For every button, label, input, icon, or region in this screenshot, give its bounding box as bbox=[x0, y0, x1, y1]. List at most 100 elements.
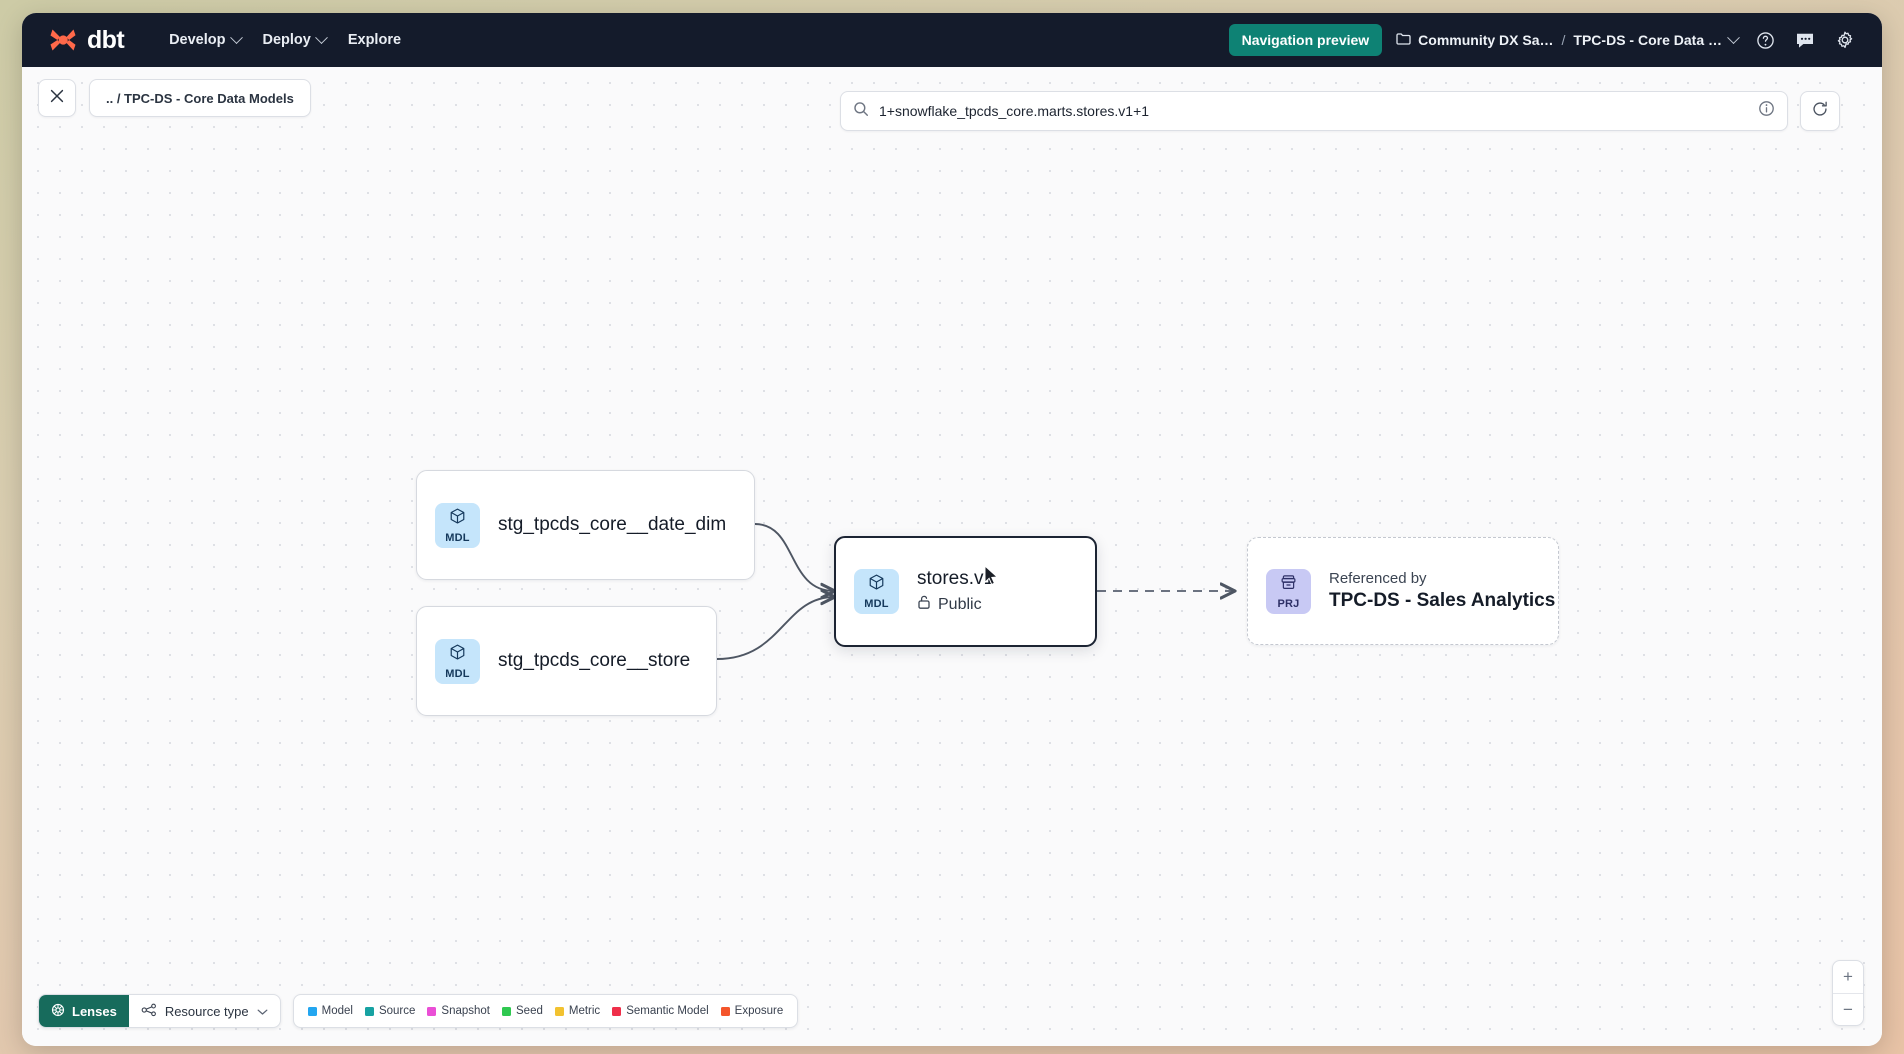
node-text-block: stg_tpcds_core__store bbox=[498, 650, 690, 672]
legend-item-metric: Metric bbox=[554, 1005, 601, 1017]
refresh-button[interactable] bbox=[1800, 91, 1840, 131]
legend-swatch bbox=[612, 1006, 622, 1016]
node-text-block: stores.v1 Public bbox=[917, 568, 994, 615]
node-title: TPC-DS - Sales Analytics bbox=[1329, 590, 1556, 611]
zoom-out-button[interactable]: − bbox=[1833, 993, 1863, 1025]
chevron-down-icon bbox=[257, 1004, 268, 1019]
legend-swatch bbox=[427, 1006, 437, 1016]
breadcrumb-pill[interactable]: .. / TPC-DS - Core Data Models bbox=[89, 79, 311, 117]
badge-label: MDL bbox=[445, 531, 470, 544]
lenses-label: Lenses bbox=[72, 1003, 117, 1019]
cube-icon bbox=[867, 573, 886, 597]
search-row: 1+snowflake_tpcds_core.marts.stores.v1+1 bbox=[840, 91, 1840, 131]
close-button[interactable] bbox=[38, 79, 76, 117]
zoom-controls: + − bbox=[1832, 960, 1864, 1026]
badge-model: MDL bbox=[435, 502, 480, 548]
nav-item-explore[interactable]: Explore bbox=[337, 25, 412, 55]
close-icon bbox=[49, 88, 65, 109]
zoom-in-button[interactable]: + bbox=[1843, 967, 1853, 986]
cube-icon bbox=[448, 643, 467, 667]
lineage-node-tpcds-sales-analytics[interactable]: PRJ Referenced by TPC-DS - Sales Analyti… bbox=[1247, 537, 1559, 645]
search-input[interactable]: 1+snowflake_tpcds_core.marts.stores.v1+1 bbox=[879, 103, 1150, 119]
chevron-down-icon bbox=[1727, 30, 1740, 44]
legend-item-model: Model bbox=[307, 1005, 353, 1017]
legend-swatch bbox=[502, 1006, 512, 1016]
badge-model: MDL bbox=[854, 569, 899, 614]
legend-item-exposure: Exposure bbox=[720, 1005, 784, 1017]
legend-label: Exposure bbox=[734, 1005, 784, 1017]
breadcrumb-project[interactable]: TPC-DS - Core Data … bbox=[1573, 30, 1740, 48]
legend-swatch bbox=[364, 1006, 374, 1016]
chevron-down-icon bbox=[314, 30, 328, 44]
legend-label: Source bbox=[378, 1005, 416, 1017]
legend-label: Seed bbox=[516, 1005, 543, 1017]
badge-label: MDL bbox=[864, 598, 889, 610]
help-circle-icon[interactable] bbox=[1752, 27, 1778, 53]
legend-label: Semantic Model bbox=[626, 1005, 709, 1017]
badge-model: MDL bbox=[435, 638, 480, 684]
nav-develop-label: Develop bbox=[169, 32, 226, 48]
refresh-icon bbox=[1811, 100, 1829, 123]
lineage-canvas[interactable]: MDL stg_tpcds_core__date_dim MDL stg_tpc… bbox=[22, 67, 1882, 1046]
node-eyebrow: Referenced by bbox=[1329, 570, 1427, 587]
legend-swatch bbox=[554, 1006, 564, 1016]
lineage-node-stores-v1[interactable]: MDL stores.v1 Public bbox=[834, 536, 1097, 647]
navigation-preview-button[interactable]: Navigation preview bbox=[1228, 24, 1383, 56]
legend-item-semantic-model: Semantic Model bbox=[612, 1005, 709, 1017]
dbt-logo-icon bbox=[48, 27, 78, 53]
lenses-button[interactable]: Lenses bbox=[39, 995, 129, 1027]
node-title: stg_tpcds_core__date_dim bbox=[498, 514, 727, 535]
edge-date-dim-to-stores bbox=[754, 523, 834, 591]
breadcrumb-account[interactable]: Community DX Sa… bbox=[1396, 32, 1554, 48]
legend-swatch bbox=[307, 1006, 317, 1016]
gear-icon[interactable] bbox=[1832, 27, 1858, 53]
resource-type-label: Resource type bbox=[164, 1003, 249, 1019]
lineage-edges bbox=[716, 523, 1882, 660]
lineage-node-stg-date-dim[interactable]: MDL stg_tpcds_core__date_dim bbox=[416, 470, 755, 580]
nav-item-develop[interactable]: Develop bbox=[158, 25, 251, 55]
legend-label: Metric bbox=[568, 1005, 601, 1017]
legend-item-seed: Seed bbox=[502, 1005, 543, 1017]
feedback-chat-icon[interactable] bbox=[1792, 27, 1818, 53]
dbt-logo[interactable]: dbt bbox=[40, 25, 125, 55]
top-navbar: dbt Develop Deploy Explore Navigation pr… bbox=[22, 13, 1882, 67]
breadcrumb-account-label: Community DX Sa… bbox=[1418, 32, 1554, 48]
legend-swatch bbox=[720, 1006, 730, 1016]
lenses-group: Lenses Resource type bbox=[38, 994, 281, 1028]
lens-globe-icon bbox=[51, 1003, 65, 1020]
legend-label: Model bbox=[321, 1005, 353, 1017]
node-access-label: Public bbox=[938, 595, 982, 613]
node-access-row: Public bbox=[917, 594, 994, 615]
lineage-search-box[interactable]: 1+snowflake_tpcds_core.marts.stores.v1+1 bbox=[840, 91, 1788, 131]
bottom-toolbar: Lenses Resource type bbox=[38, 994, 799, 1028]
breadcrumb-project-label: TPC-DS - Core Data … bbox=[1573, 32, 1722, 48]
legend-item-snapshot: Snapshot bbox=[427, 1005, 490, 1017]
nav-explore-label: Explore bbox=[347, 32, 402, 48]
info-circle-icon[interactable] bbox=[1758, 100, 1775, 122]
breadcrumb-separator: / bbox=[1561, 32, 1566, 48]
nav-item-deploy[interactable]: Deploy bbox=[252, 25, 337, 55]
navbar-breadcrumb: Community DX Sa… / TPC-DS - Core Data … bbox=[1396, 30, 1740, 48]
project-stack-icon bbox=[1279, 573, 1298, 597]
resource-type-button[interactable]: Resource type bbox=[129, 995, 280, 1027]
unlock-icon bbox=[917, 594, 931, 615]
legend-label: Snapshot bbox=[441, 1005, 491, 1017]
node-title: stores.v1 bbox=[917, 568, 995, 589]
folder-icon bbox=[1396, 32, 1411, 48]
edge-store-to-stores bbox=[716, 597, 834, 660]
badge-project: PRJ bbox=[1266, 568, 1311, 614]
badge-label: PRJ bbox=[1277, 597, 1300, 610]
badge-label: MDL bbox=[445, 667, 470, 680]
node-graph-icon bbox=[141, 1003, 157, 1020]
search-icon bbox=[853, 101, 869, 122]
nav-deploy-label: Deploy bbox=[262, 32, 311, 48]
app-window: dbt Develop Deploy Explore Navigation pr… bbox=[22, 13, 1882, 1046]
node-title: stg_tpcds_core__store bbox=[498, 650, 691, 671]
resource-type-legend: Model Source Snapshot Seed Metric Semant… bbox=[292, 994, 799, 1028]
lineage-toolbar: .. / TPC-DS - Core Data Models bbox=[22, 67, 1882, 129]
lineage-node-stg-store[interactable]: MDL stg_tpcds_core__store bbox=[416, 606, 717, 716]
chevron-down-icon bbox=[229, 30, 243, 44]
navbar-right-cluster: Navigation preview Community DX Sa… / TP… bbox=[1228, 24, 1864, 56]
brand-text: dbt bbox=[87, 25, 125, 54]
cube-icon bbox=[448, 507, 467, 531]
